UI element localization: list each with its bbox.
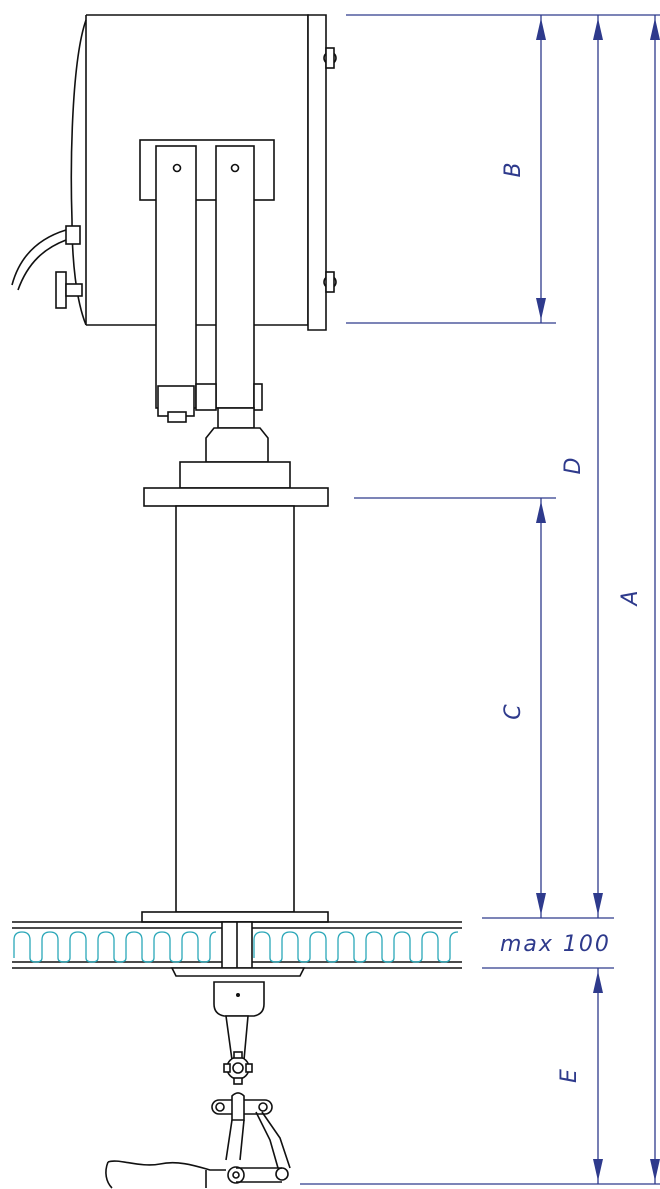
- cable-gland: [11, 225, 81, 291]
- dimension-c-label: C: [501, 704, 526, 720]
- belt-max-note: max 100: [500, 932, 611, 957]
- top-flange: [143, 487, 329, 507]
- dimension-d-label: D: [561, 458, 586, 475]
- dimension-e-label: E: [557, 1069, 582, 1083]
- dimension-b-label: B: [501, 162, 526, 177]
- dimension-a-label: A: [618, 590, 643, 607]
- adjustment-knob: [55, 271, 83, 309]
- neck-coupling: [179, 407, 291, 489]
- tension-mechanism: [105, 967, 306, 1189]
- shaft: [141, 505, 329, 923]
- mounting-bracket: [139, 139, 275, 423]
- conveyor-belt: [12, 921, 462, 969]
- dimension-lines: [300, 14, 660, 1185]
